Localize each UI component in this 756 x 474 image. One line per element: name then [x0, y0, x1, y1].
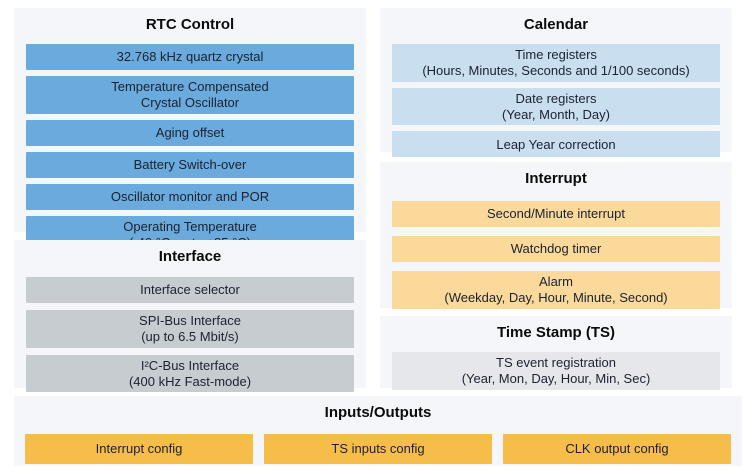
panel-inputs-outputs: Inputs/Outputs Interrupt config TS input…	[14, 396, 742, 466]
block-watchdog-timer: Watchdog timer	[392, 236, 720, 262]
calendar-title: Calendar	[523, 16, 589, 33]
panel-interface: Interface Interface selector SPI-Bus Int…	[14, 240, 366, 393]
block-second-minute-interrupt: Second/Minute interrupt	[392, 201, 720, 227]
panel-time-stamp: Time Stamp (TS) TS event registration (Y…	[380, 316, 732, 390]
block-tcxo: Temperature Compensated Crystal Oscillat…	[26, 76, 354, 114]
block-interface-selector: Interface selector	[26, 277, 354, 303]
block-aging-offset: Aging offset	[26, 119, 354, 146]
block-ts-inputs-config: TS inputs config	[264, 434, 492, 464]
block-ts-event-registration: TS event registration (Year, Mon, Day, H…	[392, 352, 720, 390]
rtc-control-title: RTC Control	[145, 16, 235, 33]
block-leap-year-correction: Leap Year correction	[392, 131, 720, 158]
inputs-outputs-title: Inputs/Outputs	[324, 404, 432, 421]
block-battery-switch-over: Battery Switch-over	[26, 151, 354, 178]
time-stamp-title: Time Stamp (TS)	[496, 324, 616, 341]
block-spi-bus-interface: SPI-Bus Interface (up to 6.5 Mbit/s)	[26, 310, 354, 348]
block-alarm: Alarm (Weekday, Day, Hour, Minute, Secon…	[392, 271, 720, 309]
block-quartz-crystal: 32.768 kHz quartz crystal	[26, 44, 354, 70]
interface-title: Interface	[158, 248, 222, 265]
panel-interrupt: Interrupt Second/Minute interrupt Watchd…	[380, 162, 732, 309]
block-date-registers: Date registers (Year, Month, Day)	[392, 87, 720, 126]
panel-rtc-control: RTC Control 32.768 kHz quartz crystal Te…	[14, 8, 366, 254]
block-interrupt-config: Interrupt config	[25, 434, 253, 464]
interrupt-title: Interrupt	[525, 170, 587, 187]
block-oscillator-monitor-por: Oscillator monitor and POR	[26, 183, 354, 210]
block-time-registers: Time registers (Hours, Minutes, Seconds …	[392, 44, 720, 82]
block-clk-output-config: CLK output config	[503, 434, 731, 464]
block-i2c-bus-interface: I²C-Bus Interface (400 kHz Fast-mode)	[26, 354, 354, 393]
inputs-outputs-row: Interrupt config TS inputs config CLK ou…	[25, 434, 731, 464]
panel-calendar: Calendar Time registers (Hours, Minutes,…	[380, 8, 732, 158]
